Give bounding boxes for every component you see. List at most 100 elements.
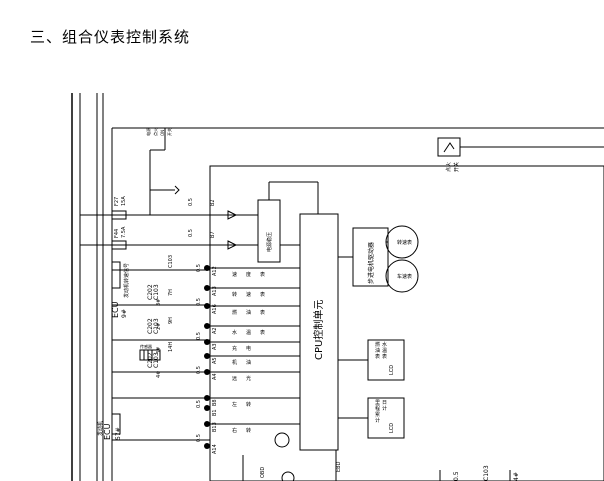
pin-id: A14 bbox=[212, 444, 218, 454]
fuel-lcd-label: 燃 bbox=[375, 341, 380, 348]
pin-id: B8 bbox=[212, 399, 218, 406]
odo-lcd-label: 里 bbox=[375, 400, 380, 406]
gauge-right-label: 车速表 bbox=[397, 273, 412, 280]
row-label: 燃 bbox=[232, 309, 237, 316]
wire-size: 0.5 bbox=[196, 434, 202, 442]
connector-label: C202 bbox=[147, 318, 154, 334]
fuel-lcd-label: 油 bbox=[375, 347, 380, 354]
pin-id: A5 bbox=[212, 357, 218, 364]
pin-id: B1 bbox=[212, 409, 218, 416]
pin-id: B13 bbox=[212, 422, 218, 432]
connector-label: C202 bbox=[147, 352, 154, 368]
pin-bullet bbox=[204, 369, 210, 375]
row-label: 机 bbox=[232, 359, 237, 366]
fuel-lcd-label: 温 bbox=[382, 347, 387, 354]
ecu-top-lead: ECU bbox=[111, 301, 120, 318]
row-label: 油 bbox=[246, 309, 251, 316]
row-label: 油 bbox=[246, 359, 251, 366]
wire-b7-size: 0.5 bbox=[188, 229, 194, 237]
pin-id: A3 bbox=[212, 343, 218, 350]
pin-number: 4# bbox=[156, 371, 162, 378]
pin-id: A12 bbox=[212, 266, 218, 276]
pin-id: A4 bbox=[212, 373, 218, 380]
pin-bullet bbox=[204, 405, 210, 411]
top-wire-label: ON bbox=[160, 130, 165, 136]
row-label: 转 bbox=[246, 427, 251, 434]
row-label: 光 bbox=[246, 375, 251, 382]
fuel-lcd-label: 表 bbox=[382, 353, 387, 360]
pin-bullet bbox=[204, 395, 210, 401]
cpu-block-label: CPU控制单元 bbox=[312, 300, 325, 360]
row-label: 电 bbox=[246, 345, 251, 352]
ecu-top-desc: 发动机转速信号 bbox=[123, 263, 130, 298]
connector-label: C103 bbox=[153, 284, 160, 300]
fuse-f27-label: F27 bbox=[114, 197, 120, 206]
ecu-top-pin: 9# bbox=[121, 309, 128, 318]
row-label: 远 bbox=[232, 375, 237, 382]
page-heading: 三、组合仪表控制系统 bbox=[30, 28, 191, 46]
wire-size: 0.5 bbox=[196, 264, 202, 272]
connector-label: 9H bbox=[168, 317, 174, 324]
connector-label: C202 bbox=[147, 284, 154, 300]
odo-lcd-label: 计 bbox=[375, 417, 380, 424]
ebd-label: EBD bbox=[336, 461, 342, 472]
ecu-bottom-lead: ECU bbox=[103, 423, 112, 440]
row-label: 表 bbox=[260, 271, 265, 278]
fuse-f44-label: F44 bbox=[114, 229, 120, 238]
ignition-switch-label: 开关 bbox=[453, 162, 460, 172]
ecu-bottom-desc: 发动机 bbox=[97, 421, 104, 436]
wire-b7-pin: B7 bbox=[210, 231, 216, 238]
sensor-label: 传感器 bbox=[140, 343, 152, 349]
fuel-lcd-label: LCD bbox=[389, 365, 395, 375]
connector-label: C103 bbox=[153, 318, 160, 334]
pin-id: A16 bbox=[212, 304, 218, 314]
wire-size: 0.5 bbox=[196, 366, 202, 374]
connector-label: C103 bbox=[168, 255, 174, 268]
row-label: 转 bbox=[232, 291, 237, 298]
pin-bullet bbox=[204, 323, 210, 329]
row-label: 表 bbox=[260, 291, 265, 298]
pin-number: 2# bbox=[156, 323, 162, 330]
fuse-f27-rating: 15A bbox=[121, 196, 127, 206]
row-label: 充 bbox=[232, 345, 237, 352]
wire-b2-pin: B2 bbox=[210, 199, 216, 206]
fuel-lcd-label: 表 bbox=[375, 353, 380, 360]
odo-lcd-label: 累 bbox=[375, 412, 380, 418]
pin-bullet bbox=[204, 285, 210, 291]
row-label: 水 bbox=[232, 329, 237, 336]
power-block-label: 电源稳压 bbox=[266, 232, 273, 252]
row-label: 度 bbox=[246, 271, 251, 278]
row-label: 温 bbox=[246, 329, 251, 336]
wire-size: 0.5 bbox=[196, 298, 202, 306]
fuse-f44-rating: 7.5A bbox=[121, 226, 127, 238]
pin-bullet bbox=[204, 353, 210, 359]
connector-label: C103 bbox=[153, 352, 160, 368]
pin-id: A2 bbox=[212, 327, 218, 334]
pin-bullet bbox=[204, 443, 210, 449]
row-label: 速 bbox=[232, 272, 237, 278]
bottom-right-label: 0.5 bbox=[453, 471, 460, 481]
row-label: 转 bbox=[246, 401, 251, 408]
odo-lcd-label: 日 bbox=[382, 400, 387, 406]
pin-number: 3# bbox=[156, 347, 162, 354]
wire-b2-size: 0.5 bbox=[188, 198, 194, 206]
pin-bullet bbox=[204, 265, 210, 271]
bottom-right-label: 4# bbox=[513, 472, 520, 481]
row-label: 表 bbox=[260, 329, 265, 336]
ecu-bottom-pin: 57# bbox=[115, 427, 122, 440]
odo-lcd-label: LCD bbox=[389, 423, 395, 433]
odo-lcd-label: 计 bbox=[382, 405, 387, 412]
gauge-left-label: 转速表 bbox=[397, 239, 412, 246]
fuel-lcd-label: 水 bbox=[382, 341, 387, 348]
connector-label: 7H bbox=[168, 289, 174, 296]
ignition-switch-label: 点火 bbox=[446, 162, 452, 172]
row-label: 表 bbox=[260, 309, 265, 316]
top-wire-label: 开关 bbox=[166, 128, 172, 136]
bottom-right-label: C103 bbox=[483, 465, 490, 481]
top-wire-label: 电源 bbox=[145, 128, 151, 136]
pin-number: 3# bbox=[156, 299, 162, 306]
obd-label: OBD bbox=[260, 467, 266, 478]
pin-bullet bbox=[204, 339, 210, 345]
row-label: 右 bbox=[232, 427, 237, 434]
